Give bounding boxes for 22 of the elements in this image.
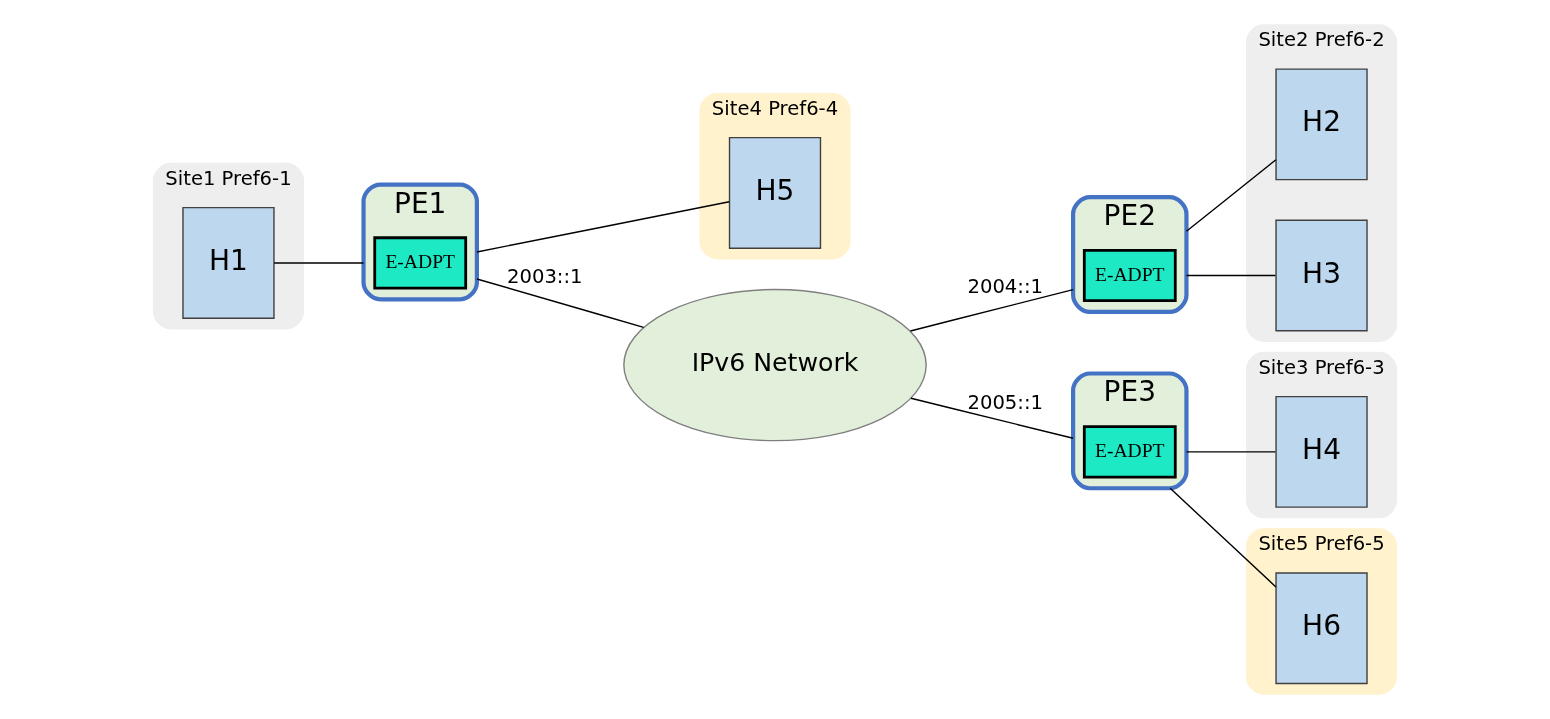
- node-ellipse: IPv6 Network: [623, 288, 927, 442]
- node-box: E-ADPT: [1082, 248, 1177, 303]
- edge-label: 2004::1: [967, 274, 1043, 298]
- node-box: H5: [728, 136, 822, 249]
- node-box: E-ADPT: [373, 236, 468, 290]
- node-box: H1: [182, 206, 275, 319]
- connector: [1185, 158, 1277, 232]
- node-box: H3: [1275, 219, 1368, 332]
- edge-label: 2005::1: [967, 390, 1043, 414]
- edge-label: 2003::1: [507, 264, 583, 288]
- node-box: H6: [1275, 572, 1368, 685]
- connector: [910, 397, 1074, 439]
- node-box: E-ADPT: [1082, 425, 1177, 479]
- node-box: H4: [1275, 395, 1368, 508]
- node-box: H2: [1275, 68, 1368, 181]
- connector: [476, 201, 730, 253]
- connector: [1185, 451, 1277, 453]
- connector: [1185, 274, 1277, 277]
- connector: [909, 288, 1074, 332]
- connector: [476, 278, 645, 329]
- connector: [273, 262, 365, 264]
- connector: [1169, 487, 1277, 588]
